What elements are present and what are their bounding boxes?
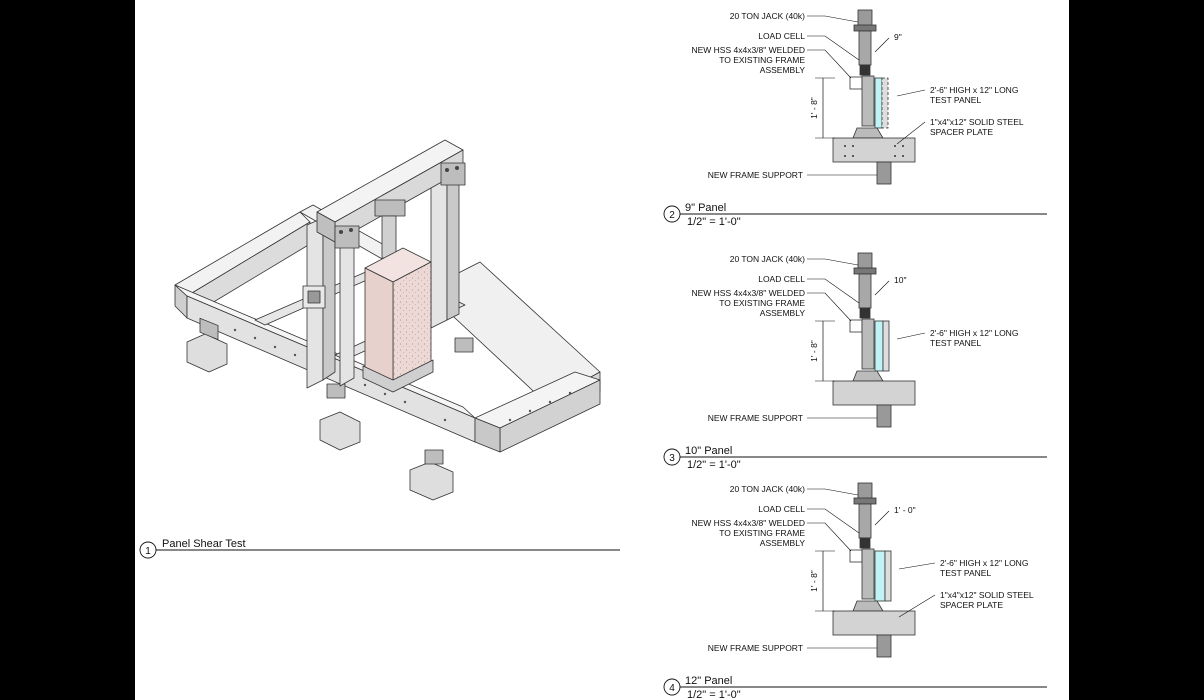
view-title: 10" Panel	[685, 445, 732, 457]
view-scale: 1/2" = 1'-0"	[687, 459, 741, 471]
label-jack: 20 TON JACK (40k)	[730, 11, 805, 21]
height-dimension: 1' - 8"	[809, 340, 819, 362]
view-number: 3	[669, 453, 675, 464]
label-load-cell: LOAD CELL	[758, 504, 805, 514]
label-hss-line1: NEW HSS 4x4x3/8" WELDED	[691, 45, 805, 55]
label-hss-line3: ASSEMBLY	[760, 538, 806, 548]
drawing-sheet: 1 Panel Shear Test	[135, 0, 1069, 700]
label-panel-line1: 2'-6" HIGH x 12" LONG	[930, 328, 1018, 338]
label-hss-line2: TO EXISTING FRAME	[719, 528, 805, 538]
label-panel-line1: 2'-6" HIGH x 12" LONG	[940, 558, 1028, 568]
view-title: 12" Panel	[685, 675, 732, 687]
isometric-test-frame	[174, 139, 601, 501]
label-load-cell: LOAD CELL	[758, 31, 805, 41]
view-number: 2	[669, 210, 675, 221]
view-title: Panel Shear Test	[162, 538, 246, 550]
label-spacer-line2: SPACER PLATE	[930, 127, 993, 137]
label-hss-line1: NEW HSS 4x4x3/8" WELDED	[691, 288, 805, 298]
label-spacer-line1: 1"x4"x12" SOLID STEEL	[930, 117, 1024, 127]
label-hss-line3: ASSEMBLY	[760, 65, 806, 75]
label-spacer-line2: SPACER PLATE	[940, 600, 1003, 610]
label-panel-line2: TEST PANEL	[940, 568, 991, 578]
label-panel-line1: 2'-6" HIGH x 12" LONG	[930, 85, 1018, 95]
label-hss-line3: ASSEMBLY	[760, 308, 806, 318]
section-detail-9in: 1' - 8" 9" 20 TON JACK (40k) LOAD CELL N…	[663, 9, 1047, 228]
label-load-cell: LOAD CELL	[758, 274, 805, 284]
label-jack: 20 TON JACK (40k)	[730, 484, 805, 494]
panel-width-dimension: 10"	[894, 275, 906, 285]
label-support: NEW FRAME SUPPORT	[708, 170, 803, 180]
view-number: 4	[669, 683, 675, 694]
height-dimension: 1' - 8"	[809, 570, 819, 592]
label-panel-line2: TEST PANEL	[930, 95, 981, 105]
view-scale: 1/2" = 1'-0"	[687, 216, 741, 228]
view-number: 1	[145, 546, 151, 557]
panel-width-dimension: 9"	[894, 32, 902, 42]
section-detail-12in: 1' - 8" 1' - 0" 20 TON JACK (40k) LOAD C…	[663, 482, 1047, 700]
label-hss-line2: TO EXISTING FRAME	[719, 55, 805, 65]
view-title: 9" Panel	[685, 202, 726, 214]
height-dimension: 1' - 8"	[809, 97, 819, 119]
label-support: NEW FRAME SUPPORT	[708, 643, 803, 653]
drawing-canvas: 1 Panel Shear Test	[139, 9, 1047, 700]
label-hss-line1: NEW HSS 4x4x3/8" WELDED	[691, 518, 805, 528]
view-title-1: 1 Panel Shear Test	[139, 538, 620, 559]
label-spacer-line1: 1"x4"x12" SOLID STEEL	[940, 590, 1034, 600]
label-support: NEW FRAME SUPPORT	[708, 413, 803, 423]
label-hss-line2: TO EXISTING FRAME	[719, 298, 805, 308]
label-jack: 20 TON JACK (40k)	[730, 254, 805, 264]
label-panel-line2: TEST PANEL	[930, 338, 981, 348]
panel-width-dimension: 1' - 0"	[894, 505, 916, 515]
section-detail-10in: 1' - 8" 10" 20 TON JACK (40k) LOAD CELL …	[663, 252, 1047, 471]
view-scale: 1/2" = 1'-0"	[687, 689, 741, 700]
